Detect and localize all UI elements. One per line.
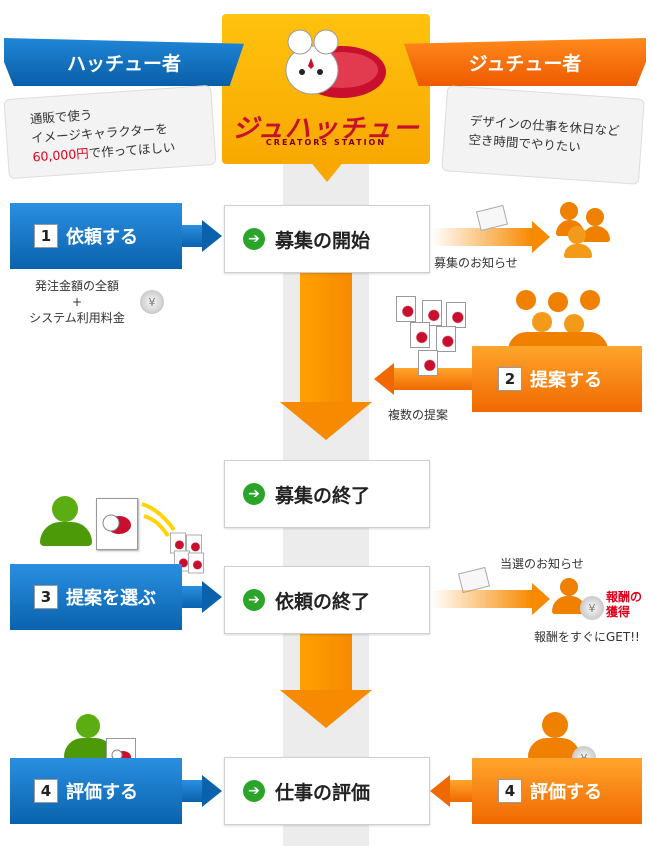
arrow-head-right [532, 221, 550, 253]
reward-get-label: 報酬をすぐにGET!! [534, 630, 640, 644]
win-notice-label: 当選のお知らせ [500, 557, 584, 571]
highlight-rays-icon [141, 502, 176, 538]
arrow-right-icon: ➔ [243, 780, 265, 802]
arrow-head-right [202, 775, 222, 807]
selected-design-icon [96, 498, 138, 550]
price-highlight: 60,000円 [31, 145, 90, 164]
step-work-evaluation: ➔ 仕事の評価 [224, 757, 430, 825]
creator-speech-bubble: デザインの仕事を休日など 空き時間でやりたい [441, 85, 645, 185]
arrow-head-right [202, 581, 222, 613]
arrow-connector [182, 225, 202, 247]
proposals-label: 複数の提案 [388, 408, 449, 422]
step-request-end: ➔ 依頼の終了 [224, 566, 430, 634]
client-person-icon [64, 714, 116, 762]
creator-banner: ジュチュー者 [404, 38, 646, 86]
yen-coin-icon: ¥ [140, 290, 164, 314]
recruit-notice-label: 募集のお知らせ [434, 256, 518, 270]
action-choose-proposal: 3 提案を選ぶ [10, 564, 182, 630]
flow-arrow-shaft [300, 634, 352, 690]
logo-subtitle: CREATORS STATION [265, 138, 387, 147]
flow-arrow-head [280, 402, 372, 440]
action-propose: 2 提案する [472, 346, 642, 412]
arrow-right-icon: ➔ [243, 483, 265, 505]
client-speech-bubble: 通販で使う イメージキャラクターを 60,000円で作ってほしい [3, 84, 217, 180]
action-evaluate-creator: 4 評価する [472, 758, 642, 824]
arrow-connector [182, 586, 202, 608]
creators-group-icon [556, 200, 616, 260]
arrow-head-left [374, 363, 394, 395]
action-request: 1 依頼する [10, 203, 182, 269]
flow-arrow-shaft [300, 272, 352, 402]
yen-coin-icon: ¥ [580, 596, 604, 620]
client-banner: ハッチュー者 [4, 38, 244, 86]
flow-arrow-head [280, 690, 372, 728]
arrow-right-icon: ➔ [243, 589, 265, 611]
mouse-mascot-icon [285, 29, 386, 98]
arrow-head-right [202, 220, 222, 252]
arrow-connector [450, 780, 472, 802]
notice-arrow [432, 590, 532, 608]
arrow-head-right [532, 583, 550, 615]
step-recruit-end: ➔ 募集の終了 [224, 460, 430, 528]
arrow-head-left [430, 775, 450, 807]
arrow-right-icon: ➔ [243, 228, 265, 250]
arrow-connector [394, 368, 472, 390]
reward-label: 報酬の 獲得 [606, 590, 643, 619]
proposal-papers-icon [396, 296, 474, 380]
creator-person-icon [528, 712, 582, 762]
logo-title: ジュハッチュー [232, 114, 420, 144]
step-recruit-start: ➔ 募集の開始 [224, 205, 430, 273]
action-evaluate-client: 4 評価する [10, 758, 182, 824]
proposal-papers-icon [168, 530, 208, 576]
arrow-connector [182, 780, 202, 802]
notice-arrow [432, 228, 532, 246]
fee-note: 発注金額の全額 + システム利用料金 [29, 279, 125, 325]
client-person-icon [40, 496, 94, 548]
logo-pointer [309, 160, 345, 182]
winner-person-icon [552, 578, 586, 616]
